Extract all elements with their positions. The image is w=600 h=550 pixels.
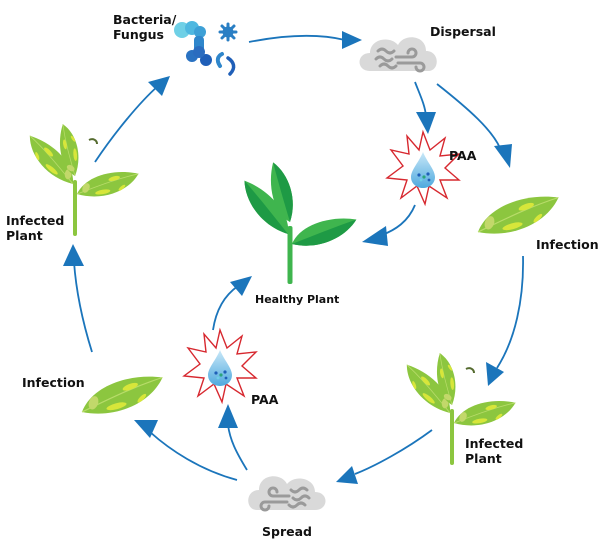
paa-bottom-label: PAA	[251, 392, 279, 407]
arrow-bacteria-to-dispersal	[248, 34, 346, 43]
healthy-plant-icon	[231, 162, 357, 284]
arrow-infection-to-infected-plant-right	[496, 255, 524, 369]
arrowhead	[494, 144, 512, 168]
arrowhead	[218, 404, 238, 428]
arrow-dispersal-to-infection	[436, 83, 501, 149]
infected-plant-right-icon	[395, 352, 516, 465]
arrowhead	[148, 76, 170, 96]
microbes-icon	[174, 21, 238, 76]
infection-left-label: Infection	[22, 375, 85, 390]
infected-plant-right-label: Infected Plant	[465, 436, 524, 466]
arrowhead	[416, 112, 436, 134]
arrow-dispersal-to-paa	[414, 81, 427, 117]
dispersal-label: Dispersal	[430, 24, 496, 39]
paa-top-droplet-burst-icon	[386, 131, 460, 205]
arrowhead	[63, 244, 84, 266]
infection-right-leaf-icon	[477, 196, 560, 235]
bacteria-fungus-label: Bacteria/ Fungus	[113, 12, 177, 42]
arrowhead	[342, 31, 362, 49]
healthy-plant-label: Healthy Plant	[255, 293, 340, 306]
arrowheads	[63, 31, 512, 484]
arrow-paa-to-healthy-bottom	[212, 285, 239, 331]
spread-label: Spread	[262, 524, 312, 539]
paa-bottom-droplet-burst-icon	[183, 329, 257, 403]
arrowhead	[336, 466, 358, 484]
arrow-spread-to-paa	[227, 424, 248, 471]
dispersal-cloud-icon	[359, 37, 437, 73]
arrowhead	[134, 420, 158, 438]
arrow-paa-to-healthy	[381, 204, 416, 236]
arrowhead	[486, 362, 504, 386]
infected-plant-left-label: Infected Plant	[6, 213, 65, 243]
spread-cloud-icon	[248, 476, 326, 512]
arrowhead	[230, 276, 252, 296]
infection-right-label: Infection	[536, 237, 599, 252]
arrow-infected-plant-to-spread	[354, 429, 433, 475]
arrow-spread-to-infection-left	[149, 431, 238, 481]
paa-top-label: PAA	[449, 148, 477, 163]
arrowhead	[362, 226, 388, 246]
cycle-arrows	[73, 34, 524, 481]
infection-left-leaf-icon	[81, 376, 164, 415]
infected-plant-left-icon	[18, 123, 139, 236]
arrow-infected-plant-to-bacteria	[94, 85, 159, 163]
arrow-infection-to-infected-plant-left	[73, 261, 93, 353]
